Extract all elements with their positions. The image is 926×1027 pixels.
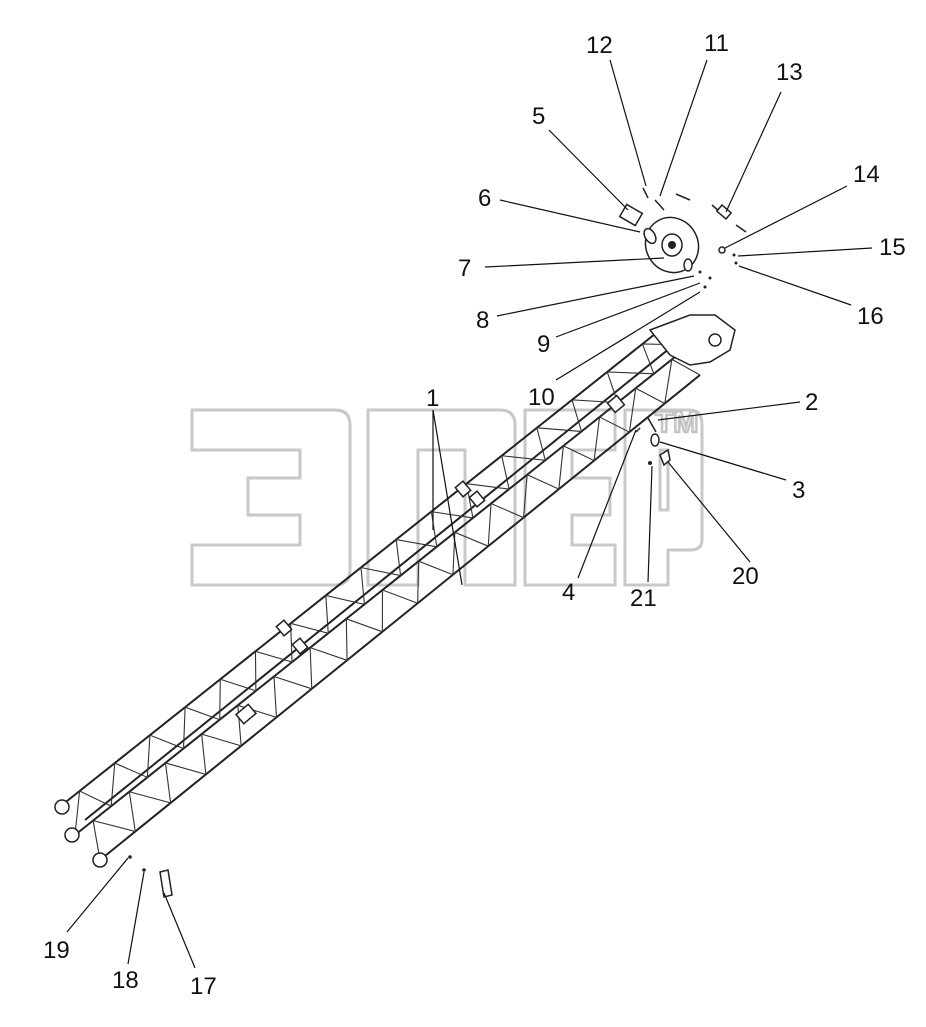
callout-4: 4 [562, 579, 575, 606]
callout-9: 9 [537, 331, 550, 358]
lattice-boom [54, 314, 736, 868]
foot-lug-3 [92, 852, 108, 868]
foot-lug-1 [54, 799, 70, 815]
callout-16: 16 [857, 303, 884, 330]
foot-hardware [128, 855, 173, 898]
lattice-bracing [74, 343, 701, 861]
callout-19: 19 [43, 937, 70, 964]
trademark-text: TM [655, 406, 698, 439]
callout-8: 8 [476, 307, 489, 334]
callout-10: 10 [528, 384, 555, 411]
callout-3: 3 [792, 477, 805, 504]
callout-13: 13 [776, 59, 803, 86]
foot-lug-2 [64, 827, 80, 843]
callout-18: 18 [112, 967, 139, 994]
callout-15: 15 [879, 234, 906, 261]
sheave-assembly [618, 187, 747, 289]
callout-7: 7 [458, 255, 471, 282]
callout-17: 17 [190, 973, 217, 1000]
lattice-brace-1 [74, 343, 691, 836]
leader-lines [66, 59, 873, 969]
callout-12: 12 [586, 32, 613, 59]
callout-2: 2 [805, 389, 818, 416]
boom-head [648, 314, 736, 366]
lattice-brace-2 [92, 358, 701, 861]
callout-numbers: 1 2 3 4 5 6 7 8 9 10 11 12 13 14 15 16 1… [43, 30, 906, 1000]
sheave-washer [643, 227, 657, 245]
callout-1: 1 [426, 385, 439, 412]
callout-5: 5 [532, 103, 545, 130]
callout-21: 21 [630, 585, 657, 612]
bushing [618, 203, 644, 227]
side-hardware [635, 417, 671, 467]
callout-14: 14 [853, 161, 880, 188]
callout-6: 6 [478, 185, 491, 212]
callout-20: 20 [732, 563, 759, 590]
callout-11: 11 [704, 30, 729, 57]
